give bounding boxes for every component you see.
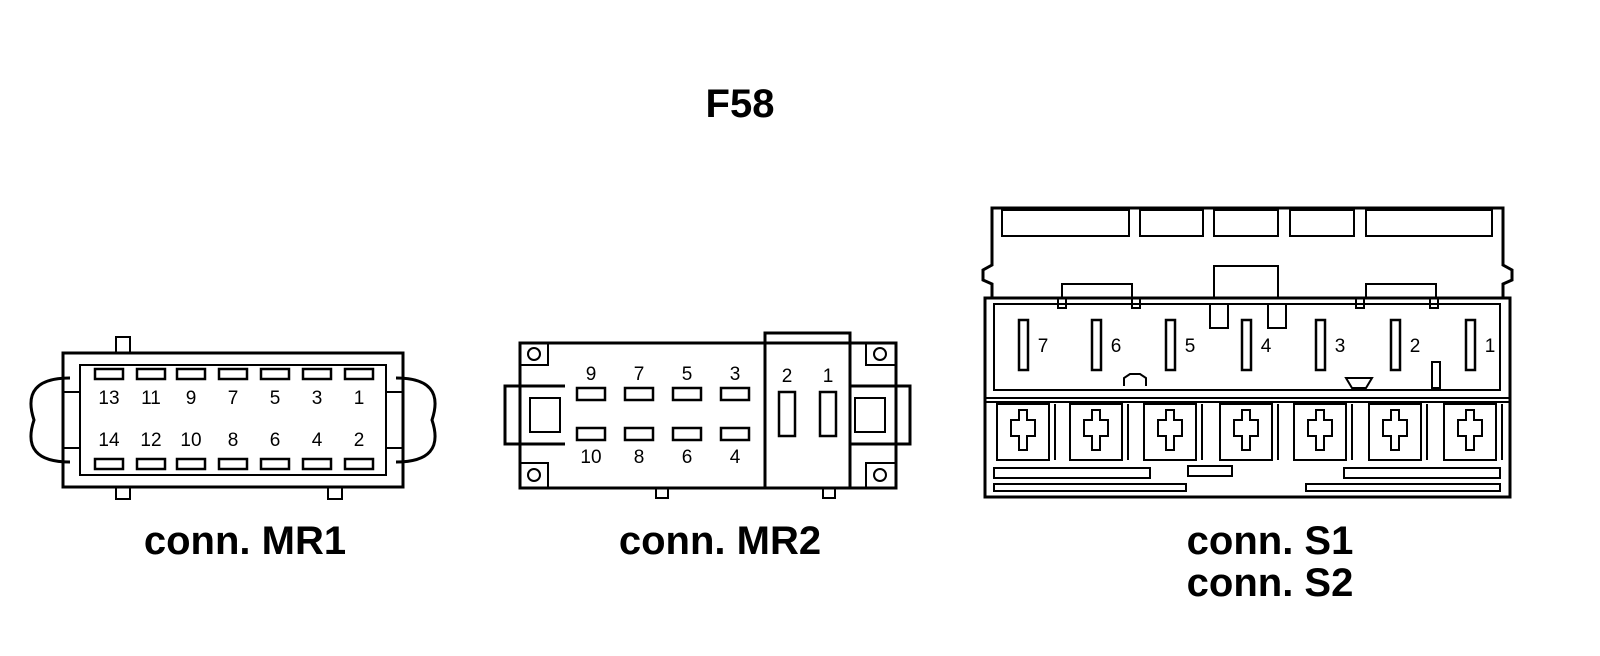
connector-mr2 <box>503 331 912 499</box>
s1-pin-label-7: 7 <box>1038 336 1049 357</box>
s1-pin-slot-1 <box>1464 318 1477 372</box>
s1-pin-label-4: 4 <box>1261 336 1272 357</box>
mr1-pin-slot-2 <box>343 457 375 471</box>
s1-terminal-cell <box>1143 403 1197 461</box>
caption-conn-mr1: conn. MR1 <box>143 519 347 563</box>
mr2-pin-slot-4 <box>719 426 751 442</box>
mr1-pin-label-5: 5 <box>270 388 281 409</box>
s1-terminal-cross <box>1457 409 1483 451</box>
mr1-pin-label-13: 13 <box>98 388 119 409</box>
mr1-pin-label-7: 7 <box>228 388 239 409</box>
mr1-pin-slot-8 <box>217 457 249 471</box>
mr1-pin-slot-7 <box>217 367 249 381</box>
mr2-top-pin-labels: 9 7 5 3 <box>586 364 741 385</box>
mr1-pin-slot-5 <box>259 367 291 381</box>
s1-pin-label-6: 6 <box>1111 336 1122 357</box>
mr1-bottom-pin-labels: 14 12 10 8 6 4 2 <box>98 430 364 451</box>
s1-pin-label-1: 1 <box>1485 336 1496 357</box>
mr1-left-latch <box>29 376 71 464</box>
s1-terminal-cross <box>1010 409 1036 451</box>
mr2-pin-slot-2 <box>777 390 797 438</box>
s1-pin-label-5: 5 <box>1185 336 1196 357</box>
mr2-side-block <box>763 331 852 490</box>
s1-pin-slot-4 <box>1240 318 1253 372</box>
caption-conn-s2: conn. S2 <box>1186 561 1354 605</box>
mr2-pin-label-1: 1 <box>823 366 834 387</box>
mr1-pin-label-6: 6 <box>270 430 281 451</box>
mr2-pin-slot-1 <box>818 390 838 438</box>
mr2-pin-label-9: 9 <box>586 364 597 385</box>
mr1-pin-slot-11 <box>135 367 167 381</box>
mr2-bottom-pin-labels: 10 8 6 4 <box>580 447 740 468</box>
mr2-pin-slot-6 <box>671 426 703 442</box>
mr2-pin-label-8: 8 <box>634 447 645 468</box>
mr1-body <box>61 351 405 489</box>
s1-terminal-cell <box>1368 403 1422 461</box>
mr2-pin-slot-5 <box>671 386 703 402</box>
s1-pin-slot-2 <box>1389 318 1402 372</box>
s1-pin-slot-7 <box>1017 318 1030 372</box>
s1-terminal-cross <box>1157 409 1183 451</box>
caption-conn-s1-s2: conn. S1 conn. S2 <box>1120 520 1420 604</box>
s1-pin-slot-6 <box>1090 318 1103 372</box>
mr2-pin-slot-7 <box>623 386 655 402</box>
s1-pin-labels: 7 6 5 4 3 2 1 <box>1038 336 1496 357</box>
s1-terminal-cell <box>1069 403 1123 461</box>
s1-terminal-cell <box>1219 403 1273 461</box>
s1-terminal-cross <box>1307 409 1333 451</box>
mr2-pin-slot-8 <box>623 426 655 442</box>
mr2-pin-label-2: 2 <box>782 366 793 387</box>
mr2-body <box>518 341 898 490</box>
mr2-pin-label-10: 10 <box>580 447 601 468</box>
mr1-pin-slot-3 <box>301 367 333 381</box>
s1-pin-slot-5 <box>1164 318 1177 372</box>
caption-conn-mr2: conn. MR2 <box>618 519 822 563</box>
mr1-right-latch <box>395 376 437 464</box>
connector-mr1 <box>29 336 437 500</box>
mr1-pin-label-14: 14 <box>98 430 120 451</box>
mr1-pin-slot-9 <box>175 367 207 381</box>
mr2-pin-label-3: 3 <box>730 364 741 385</box>
mr1-pin-slot-4 <box>301 457 333 471</box>
mr1-pin-slot-14 <box>93 457 125 471</box>
mr2-pin-slot-10 <box>575 426 607 442</box>
s1-terminal-cross <box>1083 409 1109 451</box>
mr1-pin-slot-6 <box>259 457 291 471</box>
s1-terminal-cell <box>1293 403 1347 461</box>
connector-s1-s2 <box>981 206 1514 499</box>
s1-terminal-cross <box>1233 409 1259 451</box>
s1-terminal-cross <box>1382 409 1408 451</box>
mr2-pin-slot-3 <box>719 386 751 402</box>
s1-terminal-cell <box>1443 403 1497 461</box>
s1-pin-label-2: 2 <box>1410 336 1421 357</box>
mr2-pin-label-5: 5 <box>682 364 693 385</box>
mr2-pin-label-6: 6 <box>682 447 693 468</box>
mr1-pin-label-3: 3 <box>312 388 323 409</box>
mr2-pin-label-4: 4 <box>730 447 741 468</box>
mr2-pin-label-7: 7 <box>634 364 645 385</box>
mr2-pin-slot-9 <box>575 386 607 402</box>
mr1-pin-label-10: 10 <box>180 430 201 451</box>
mr1-pin-slot-1 <box>343 367 375 381</box>
mr1-pin-slot-12 <box>135 457 167 471</box>
mr1-pin-slot-10 <box>175 457 207 471</box>
mr1-pin-label-9: 9 <box>186 388 197 409</box>
caption-conn-s1: conn. S1 <box>1186 519 1354 563</box>
mr1-pin-slot-13 <box>93 367 125 381</box>
mr1-pin-label-4: 4 <box>312 430 323 451</box>
mr1-pin-label-8: 8 <box>228 430 239 451</box>
mr1-pin-label-11: 11 <box>141 388 161 409</box>
s1-terminal-cell <box>996 403 1050 461</box>
mr1-top-pin-labels: 13 11 9 7 5 3 1 <box>98 388 364 409</box>
mr1-pin-label-2: 2 <box>354 430 365 451</box>
s1-pin-slot-3 <box>1314 318 1327 372</box>
s1-pin-label-3: 3 <box>1335 336 1346 357</box>
diagram-title: F58 <box>705 82 775 126</box>
mr1-pin-label-1: 1 <box>354 388 365 409</box>
mr1-pin-label-12: 12 <box>140 430 161 451</box>
